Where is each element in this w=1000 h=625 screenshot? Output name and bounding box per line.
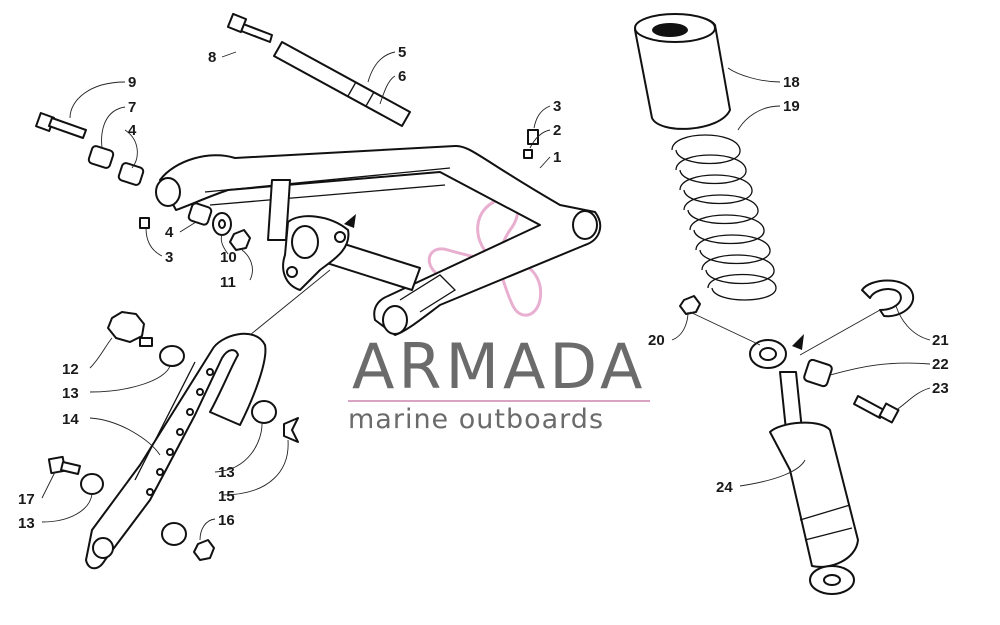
callout-13: 13	[62, 385, 79, 402]
callout-10: 10	[220, 249, 237, 266]
nut	[229, 229, 251, 251]
leader-lines	[41, 51, 931, 541]
bushing	[87, 145, 115, 169]
callout-19: 19	[783, 98, 800, 115]
brand-name: ARMADA	[352, 330, 646, 403]
callout-9: 9	[128, 74, 136, 91]
callout-11: 11	[220, 274, 236, 291]
pivot-shaft	[226, 12, 411, 127]
bumper-cap	[634, 13, 731, 130]
callout-15: 15	[218, 488, 235, 505]
grease-fitting	[139, 217, 150, 229]
washer	[80, 473, 104, 495]
callout-18: 18	[783, 74, 800, 91]
brand-tagline: marine outboards	[348, 404, 604, 435]
grease-fitting	[527, 129, 539, 145]
callout-1: 1	[553, 149, 561, 166]
callout-7: 7	[128, 99, 136, 116]
callout-4: 4	[128, 122, 137, 139]
washer	[251, 400, 277, 424]
arrow-marker	[344, 214, 356, 228]
limiter-knob	[107, 311, 153, 347]
retaining-ring	[861, 279, 915, 318]
callout-22: 22	[932, 356, 949, 373]
axle	[282, 215, 421, 291]
callout-20: 20	[648, 332, 665, 349]
washer	[161, 522, 187, 546]
callout-5: 5	[398, 44, 406, 61]
nut	[679, 295, 701, 315]
bolt	[853, 395, 900, 424]
callout-13: 13	[218, 464, 235, 481]
arrow-marker	[792, 334, 804, 350]
callout-24: 24	[716, 479, 733, 496]
callout-13: 13	[18, 515, 35, 532]
swing-arm	[155, 144, 602, 336]
spacer	[803, 358, 833, 388]
callout-3: 3	[553, 98, 561, 115]
callout-14: 14	[62, 411, 79, 428]
wing-nut	[283, 417, 299, 443]
callout-6: 6	[398, 68, 406, 85]
shock-eye-bushing	[749, 339, 787, 369]
bushing	[117, 162, 145, 186]
callout-17: 17	[18, 491, 35, 508]
coil-spring	[671, 134, 777, 301]
callout-2: 2	[553, 122, 561, 139]
grease-fitting	[523, 149, 533, 159]
bolt	[47, 455, 81, 475]
callout-8: 8	[208, 49, 216, 66]
callout-23: 23	[932, 380, 949, 397]
shock-absorber	[769, 371, 859, 595]
nut	[193, 539, 215, 561]
washer	[159, 345, 185, 367]
callout-3: 3	[165, 249, 173, 266]
bolt	[35, 112, 87, 139]
bushing	[187, 202, 213, 226]
callout-21: 21	[932, 332, 949, 349]
callout-16: 16	[218, 512, 235, 529]
limiter-strap	[85, 332, 267, 570]
callout-4: 4	[165, 224, 174, 241]
callout-12: 12	[62, 361, 79, 378]
